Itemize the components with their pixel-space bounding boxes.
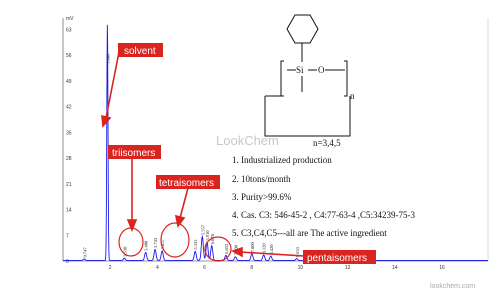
peak-label: 7.800 [250, 242, 255, 253]
info-item-3: 3. Purity>99.6% [232, 192, 292, 202]
info-item-5: 5. C3,C4,C5---all are The active ingredi… [232, 228, 387, 238]
y-tick-label: 56 [66, 53, 72, 59]
x-tick-label: 10 [298, 265, 304, 271]
n-values-label: n=3,4,5 [313, 138, 341, 148]
peak-label: 5.335 [193, 239, 198, 250]
peak-label: 2.530 [122, 246, 127, 257]
y-tick-label: 42 [66, 105, 72, 111]
x-tick-label: 14 [392, 265, 398, 271]
callout-tetraisomers: tetraisomers [156, 175, 220, 189]
y-tick-label: 63 [66, 27, 72, 33]
y-tick-label: 7 [66, 233, 69, 239]
tetraisomers-circle [160, 222, 190, 258]
peak-label: 9.653 [295, 246, 300, 257]
peak-label: 8.120 [262, 243, 267, 254]
svg-text:tetraisomers: tetraisomers [159, 178, 214, 189]
callout-arrows [101, 51, 305, 258]
info-item-2: 2. 10tons/month [232, 174, 291, 184]
peak-label: 5.910 [205, 230, 210, 241]
svg-text:pentaisomers: pentaisomers [307, 253, 367, 264]
x-tick-label: 4 [156, 265, 159, 271]
callout-triisomers: triisomers [108, 145, 161, 159]
y-tick-label: 21 [66, 182, 72, 188]
chemical-structure: Si O n [264, 14, 355, 137]
peak-label: 3.743 [153, 237, 158, 248]
axis-ticks: 2 4 6 8 10 12 14 16 63 56 49 42 35 28 21 14 7 0 [66, 27, 445, 271]
watermark-center: LookChem [216, 133, 279, 148]
o-atom-label: O [318, 65, 325, 75]
watermark-corner: lookchem.com [430, 283, 475, 290]
y-tick-label: 35 [66, 130, 72, 136]
peak-label: 6.833 [224, 243, 229, 254]
y-axis-label: mV [66, 16, 74, 22]
svg-text:solvent: solvent [124, 46, 156, 57]
peak-label: 5.557 [200, 224, 205, 235]
chromatogram-trace [63, 24, 488, 261]
x-tick-label: 6 [203, 265, 206, 271]
y-tick-label: 14 [66, 208, 72, 214]
bracket-right [344, 60, 348, 97]
x-tick-label: 8 [250, 265, 253, 271]
peak-label: 6.078 [210, 233, 215, 244]
si-atom-label: Si [296, 65, 304, 75]
peak-label: 3.857 [160, 239, 165, 250]
pentaisomers-circle [204, 236, 232, 262]
info-list: 1. Industrialized production 2. 10tons/m… [232, 155, 415, 238]
callout-pentaisomers: pentaisomers [303, 250, 376, 264]
svg-text:triisomers: triisomers [112, 148, 155, 159]
info-item-4: 4. Cas. C3: 546-45-2 , C4:77-63-4 ,C5:34… [232, 210, 415, 220]
ring-closure [264, 96, 351, 137]
peak-label: 0.747 [82, 247, 87, 258]
repeat-n-label: n [350, 91, 355, 101]
peak-group-circles [118, 222, 232, 262]
info-item-1: 1. Industrialized production [232, 155, 332, 165]
peak-label: 3.400 [144, 240, 149, 251]
triisomers-circle [118, 227, 144, 257]
y-tick-label: 0 [66, 259, 69, 265]
x-tick-label: 12 [345, 265, 351, 271]
y-tick-label: 49 [66, 79, 72, 85]
callout-solvent: solvent [118, 43, 163, 57]
x-tick-label: 2 [109, 265, 112, 271]
bracket-left [280, 60, 284, 97]
benzene-ring [286, 14, 319, 44]
x-tick-label: 16 [439, 265, 445, 271]
peak-label: 8.420 [269, 244, 274, 255]
y-tick-label: 28 [66, 156, 72, 162]
plot-axes [62, 18, 489, 262]
